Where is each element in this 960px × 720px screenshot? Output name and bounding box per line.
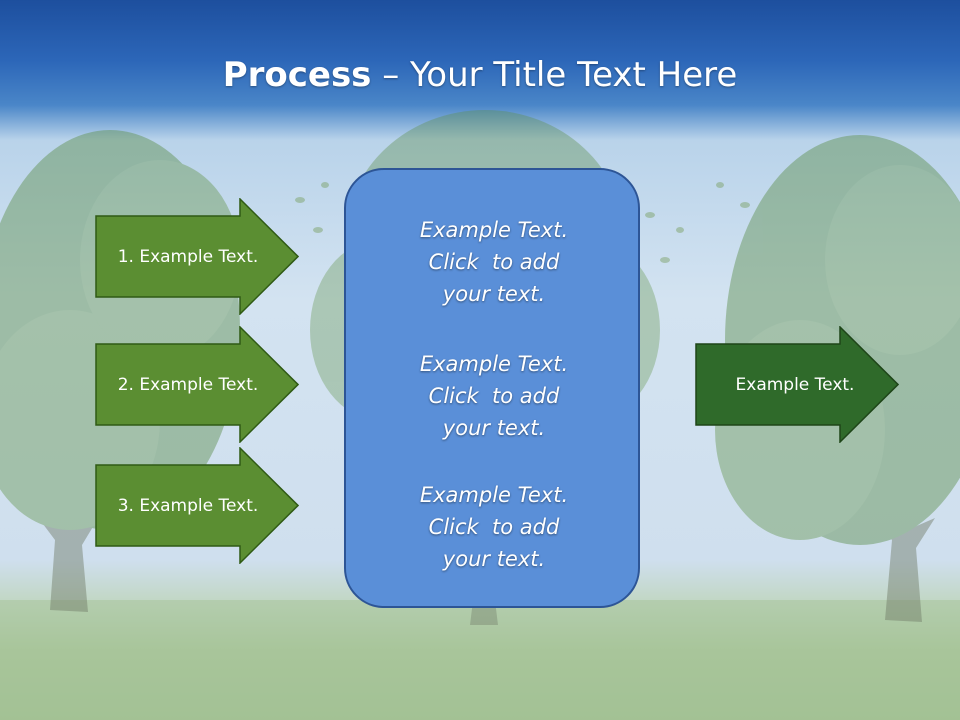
- slide-title: Process – Your Title Text Here: [0, 50, 960, 100]
- input-arrow-label: 1. Example Text.: [117, 246, 259, 267]
- arrow-right-shape: [95, 198, 299, 315]
- input-arrow-label: 2. Example Text.: [117, 374, 259, 395]
- title-rest: – Your Title Text Here: [371, 55, 738, 95]
- center-line: Click to add: [428, 515, 560, 539]
- input-arrow-label: 3. Example Text.: [117, 495, 259, 516]
- center-line: your text.: [442, 416, 546, 440]
- input-arrow-3[interactable]: 3. Example Text.: [95, 447, 299, 564]
- center-line: your text.: [442, 282, 546, 306]
- center-paragraph-1: Example Text. Click to add your text.: [346, 214, 642, 310]
- center-line: Example Text.: [419, 483, 569, 507]
- arrow-right-shape: [695, 326, 899, 443]
- arrow-right-shape: [95, 326, 299, 443]
- center-line: Click to add: [428, 250, 560, 274]
- input-arrow-1[interactable]: 1. Example Text.: [95, 198, 299, 315]
- center-line: Example Text.: [419, 352, 569, 376]
- arrow-right-shape: [95, 447, 299, 564]
- center-paragraph-3: Example Text. Click to add your text.: [346, 479, 642, 575]
- output-arrow[interactable]: Example Text.: [695, 326, 899, 443]
- center-line: your text.: [442, 547, 546, 571]
- center-line: Example Text.: [419, 218, 569, 242]
- center-line: Click to add: [428, 384, 560, 408]
- center-paragraph-2: Example Text. Click to add your text.: [346, 348, 642, 444]
- title-bold: Process: [222, 55, 372, 95]
- center-process-box[interactable]: Example Text. Click to add your text. Ex…: [344, 168, 640, 608]
- output-arrow-label: Example Text.: [735, 374, 855, 395]
- input-arrow-2[interactable]: 2. Example Text.: [95, 326, 299, 443]
